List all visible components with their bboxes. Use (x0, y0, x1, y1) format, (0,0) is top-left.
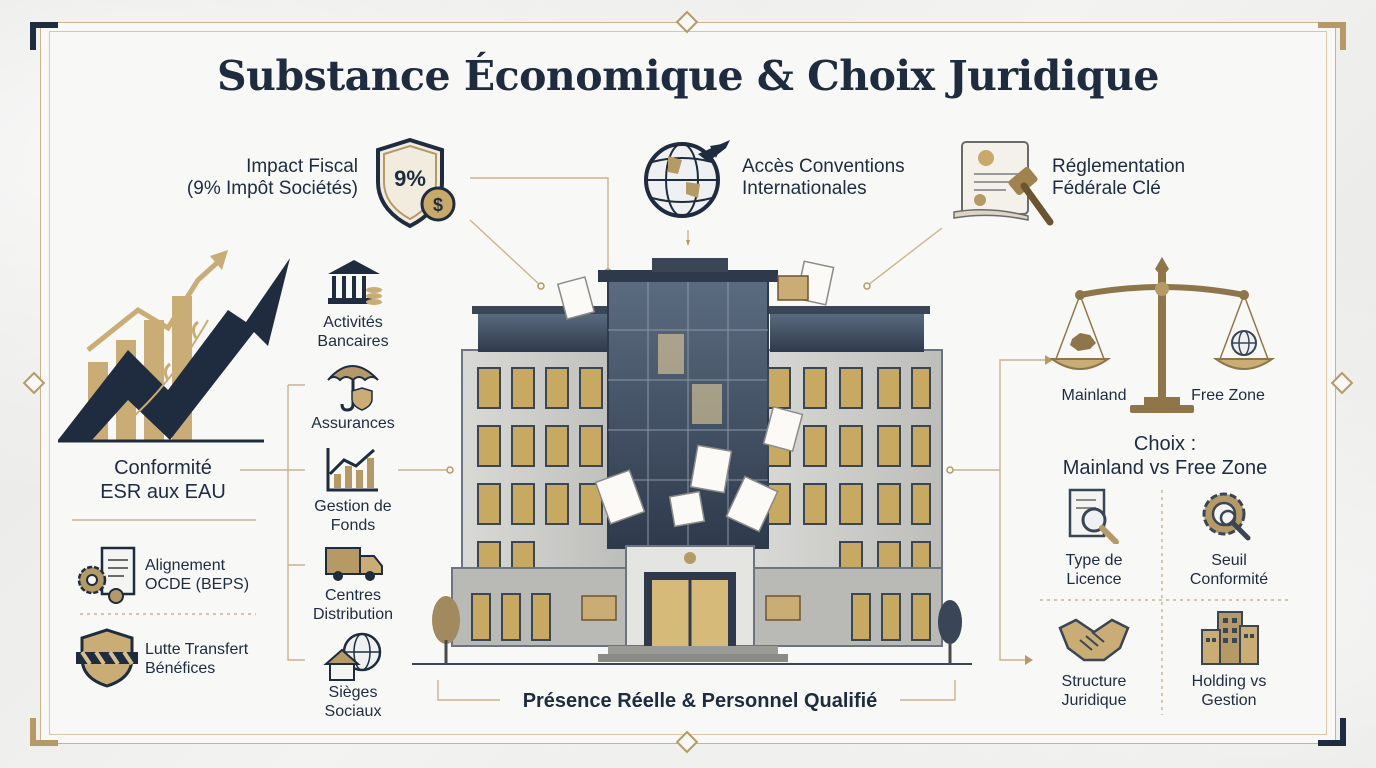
license-search-icon (1068, 488, 1119, 544)
acces-conventions-label: Accès Conventions Internationales (742, 156, 905, 199)
lutte-transfert-label: Lutte Transfert Bénéfices (145, 641, 249, 677)
page-title: Substance Économique & Choix Juridique (217, 52, 1159, 100)
handshake-icon (1058, 618, 1130, 662)
svg-text:$: $ (433, 195, 443, 215)
grid-label-2: Structure Juridique (1061, 673, 1127, 709)
grid-label-3: Holding vs Gestion (1191, 673, 1267, 709)
activity-label-3: Centres Distribution (312, 587, 394, 623)
globe-plane-icon (644, 140, 730, 218)
balance-scale-icon (1050, 257, 1276, 413)
grid-label-0: Type de Licence (1065, 552, 1123, 588)
office-building-illustration (412, 258, 972, 665)
free-zone-label: Free Zone (1191, 387, 1265, 404)
house-globe-icon (323, 632, 382, 681)
chart-icon (326, 448, 378, 492)
activity-label-1: Assurances (311, 415, 395, 432)
barrier-shield-icon (76, 628, 138, 688)
buildings-icon (1201, 611, 1259, 665)
tax-shield-icon: 9% $ (376, 137, 456, 229)
mainland-label: Mainland (1061, 387, 1127, 404)
activity-label-4: Sièges Sociaux (324, 684, 382, 720)
bank-icon (328, 260, 382, 305)
grid-label-1: Seuil Conformité (1189, 552, 1269, 588)
shield-percent: 9% (394, 166, 426, 191)
umbrella-icon (327, 365, 379, 412)
reglementation-label: Réglementation Fédérale Clé (1052, 156, 1186, 199)
decree-gavel-icon (953, 141, 1054, 226)
activity-label-2: Gestion de Fonds (314, 498, 392, 534)
alignement-ocde-label: Alignement OCDE (BEPS) (145, 557, 250, 593)
gear-document-icon (77, 546, 136, 604)
activity-label-0: Activités Bancaires (317, 314, 389, 350)
gear-search-icon (1202, 492, 1251, 541)
choix-mainland-label: Choix : Mainland vs Free Zone (1062, 433, 1268, 479)
presence-reelle-label: Présence Réelle & Personnel Qualifié (522, 690, 878, 712)
truck-icon (325, 547, 383, 581)
growth-arrow-icon (58, 250, 290, 443)
conformite-esr-label: Conformité ESR aux EAU (100, 457, 226, 503)
impact-fiscal-label: Impact Fiscal (9% Impôt Sociétés) (186, 156, 358, 199)
